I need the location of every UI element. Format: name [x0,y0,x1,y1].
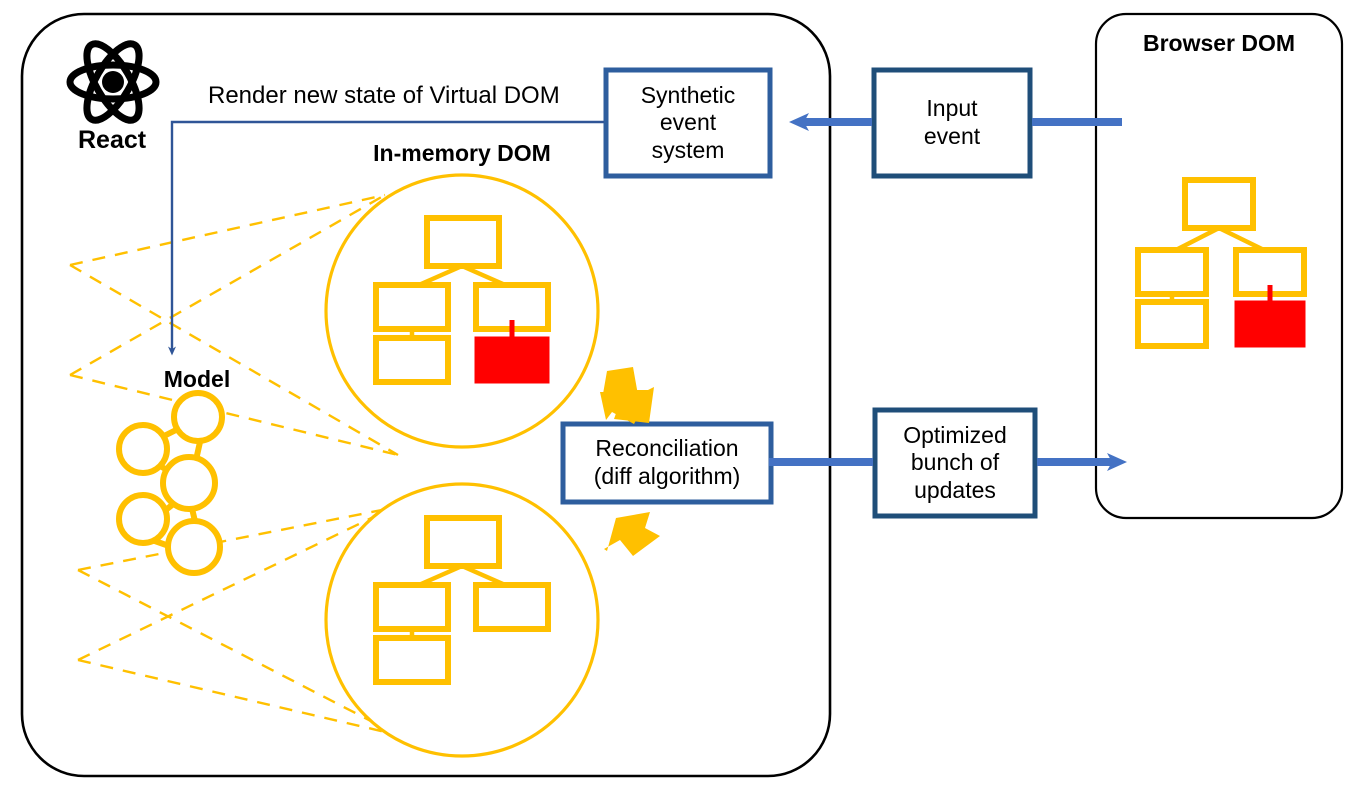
browser-dom-container [1094,12,1344,520]
render-new-state-label: Render new state of Virtual DOM [208,82,560,109]
reconciliation-box [560,421,774,505]
callout-lines-bottom [77,506,399,737]
model-label: Model [163,366,231,392]
thick-arrow-down-right-icon [600,367,654,424]
input-event-box [871,67,1033,179]
synthetic-event-system-label[interactable]: Synthetic event system [640,81,736,163]
callout-cross-upper [69,193,399,457]
callout-lines-top [69,193,399,457]
input-event-label[interactable]: Input event [923,95,981,149]
reconciliation-label[interactable]: Reconciliation (diff algorithm) [593,435,741,489]
dom-tree-icon-old [373,515,551,685]
thick-arrow-up-right-icon [604,512,660,556]
changed-node [474,336,550,384]
dom-tree-with-changed-node-icon-browser [1135,177,1307,349]
callout-cross-lower [77,506,399,737]
arrow-synthetic-to-model [168,120,604,356]
dom-tree-with-changed-node-icon-new [373,215,551,385]
synthetic-event-system-box [603,67,773,179]
browser-dom-label: Browser DOM [1142,30,1296,56]
node-graph-icon [116,390,225,576]
in-memory-dom-label: In-memory DOM [373,140,551,166]
react-container-label: React [78,126,147,154]
react-atom-icon [66,40,160,124]
changed-node-browser [1234,300,1306,348]
vdom-circle-old [324,482,600,758]
optimized-updates-label[interactable]: Optimized bunch of updates [903,421,1007,503]
optimized-updates-box [872,407,1038,519]
